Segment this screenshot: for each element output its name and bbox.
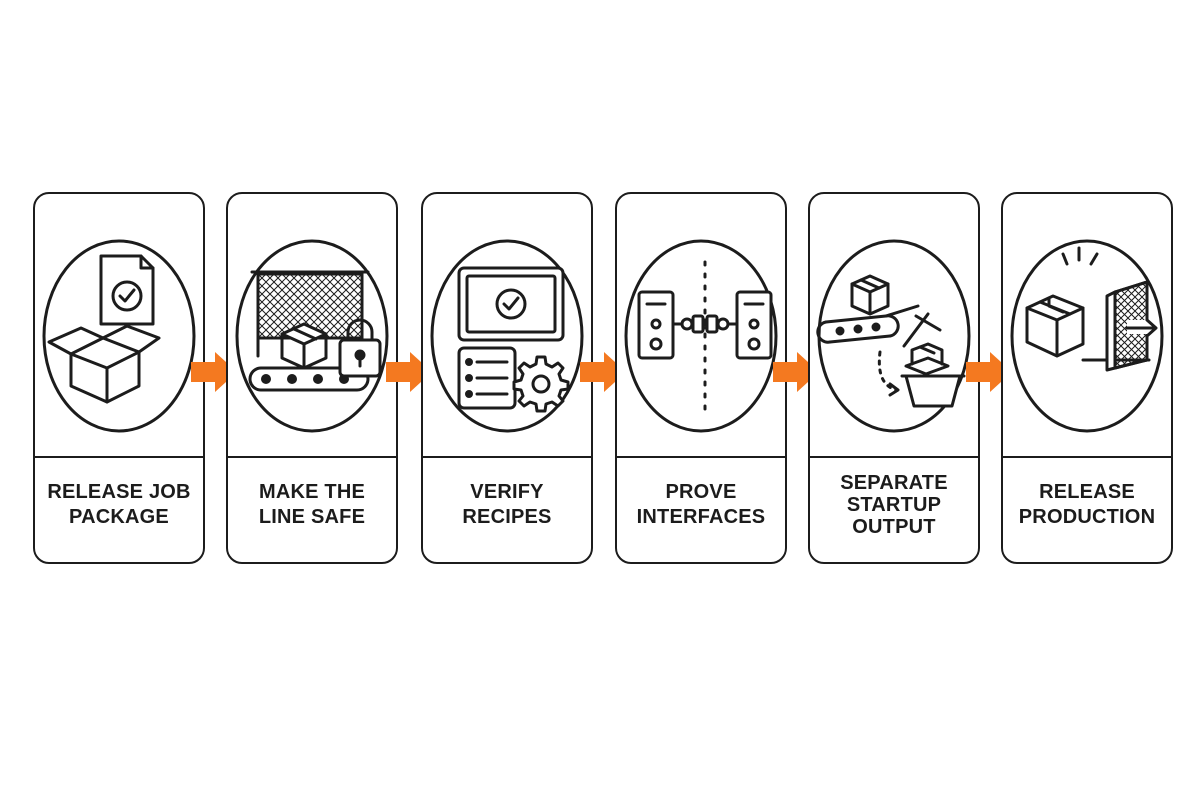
fence-conveyor-padlock-icon [234,234,390,434]
step-label-line: RECIPES [462,506,552,528]
card-divider [1003,456,1171,458]
step-label: MAKE THE LINE SAFE [232,458,392,562]
step-label-line: RELEASE [1039,481,1135,503]
card-divider [35,456,203,458]
conveyor-diverter-bin-icon [816,234,972,434]
step-label: VERIFY RECIPES [427,458,587,562]
step-label: RELEASE JOB PACKAGE [39,458,199,562]
step-label-line: PRODUCTION [1018,506,1156,528]
flow-arrow [773,352,819,392]
step-card-release-job-package: RELEASE JOB PACKAGE [33,192,205,564]
step-label: SEPARATE STARTUP OUTPUT [814,458,974,562]
flow-arrow [386,352,432,392]
card-divider [423,456,591,458]
step-label-line: PACKAGE [69,506,169,528]
step-card-make-the-line-safe: MAKE THE LINE SAFE [226,192,398,564]
step-card-prove-interfaces: PROVE INTERFACES [615,192,787,564]
step-card-release-production: RELEASE PRODUCTION [1001,192,1173,564]
step-card-separate-startup-output: SEPARATE STARTUP OUTPUT [808,192,980,564]
step-label-line: LINE SAFE [258,506,366,528]
box-exit-gate-icon [1009,234,1165,434]
step-label: PROVE INTERFACES [621,458,781,562]
connected-modules-plug-icon [623,234,779,434]
document-check-open-box-icon [41,234,197,434]
card-divider [228,456,396,458]
step-label-line: STARTUP [846,494,942,516]
step-label-line: INTERFACES [636,506,766,528]
step-label-line: PROVE [665,481,737,503]
monitor-checklist-gear-icon [429,234,585,434]
card-divider [810,456,978,458]
step-label-line: RELEASE JOB [47,481,191,503]
step-card-verify-recipes: VERIFY RECIPES [421,192,593,564]
step-label-line: SEPARATE [840,472,948,494]
flow-arrow [580,352,626,392]
step-label-line: OUTPUT [852,516,936,538]
step-label-line: VERIFY [470,481,544,503]
flow-arrow [966,352,1012,392]
step-label-line: MAKE THE [258,481,366,503]
flow-arrow [191,352,237,392]
card-divider [617,456,785,458]
step-label: RELEASE PRODUCTION [1007,458,1167,562]
